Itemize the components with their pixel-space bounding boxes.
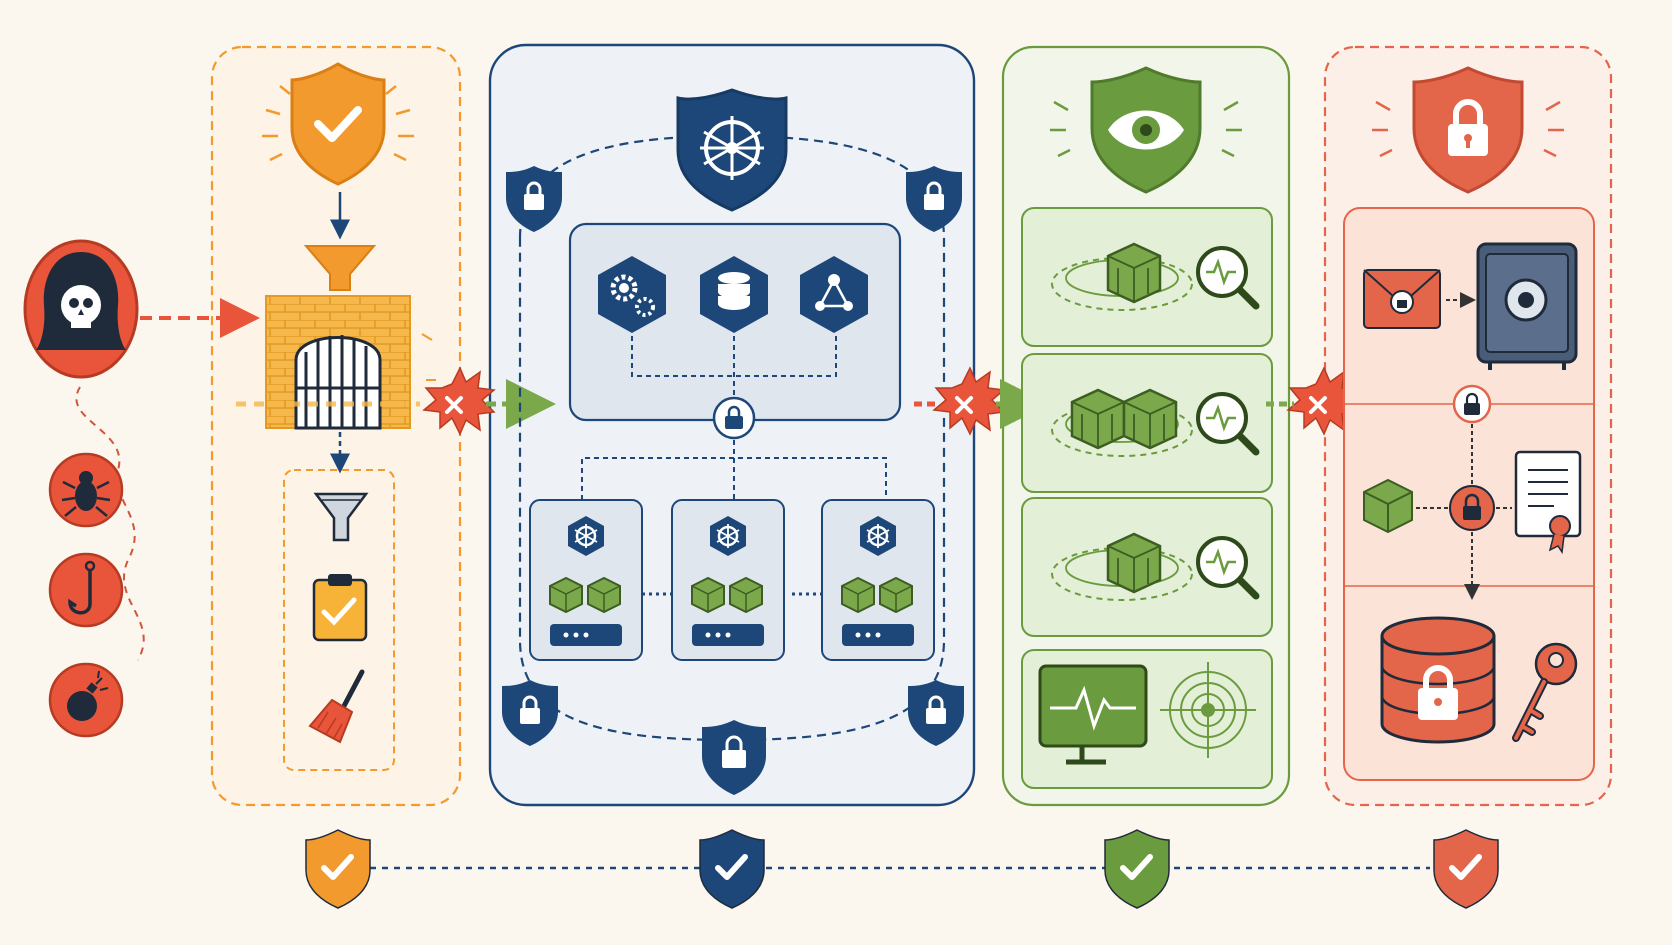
server-icon (692, 624, 764, 646)
container-cube-icon (1122, 388, 1178, 450)
container-cube-icon (729, 576, 763, 614)
bug-icon (48, 452, 124, 528)
eye-shield-icon (1050, 66, 1242, 194)
runtime-layer (1021, 66, 1273, 789)
gears-icon (598, 256, 666, 333)
runtime-panels (1021, 207, 1273, 637)
clipboard-check-icon (312, 574, 368, 642)
monitoring-panel (1021, 649, 1273, 789)
magnifier-pulse-icon (1196, 536, 1260, 600)
network-nodes-icon (800, 256, 868, 333)
brick-firewall-gate-icon (265, 295, 436, 430)
container-cube-icon (879, 576, 913, 614)
kubernetes-node-icon (568, 516, 604, 556)
kubernetes-node-icon (860, 516, 896, 556)
container-cube-icon (1070, 388, 1126, 450)
kubernetes-shield-icon (676, 88, 788, 212)
monitor-pulse-icon (1038, 664, 1148, 765)
server-icon (842, 624, 914, 646)
threat-sources (23, 239, 145, 738)
container-cube-icon (1106, 242, 1162, 304)
container-cube-icon (691, 576, 725, 614)
database-lock-icon (1380, 616, 1496, 744)
shield-check-icon (262, 62, 414, 186)
blocked-marker (422, 366, 496, 436)
shield-check-orange (305, 829, 371, 909)
kubernetes-node-icon (710, 516, 746, 556)
lock-shield-icon (1372, 66, 1564, 194)
lock-shield-icon (702, 720, 766, 795)
runtime-panel (1021, 207, 1273, 347)
runtime-panel (1021, 497, 1273, 637)
funnel-icon (303, 245, 377, 291)
phishing-hook-icon (48, 552, 124, 628)
lock-badge-icon (712, 396, 756, 440)
lock-shield-icon (502, 680, 558, 746)
shield-check-coral (1433, 829, 1499, 909)
key-icon (1512, 642, 1578, 742)
blocked-marker (932, 366, 1006, 436)
bomb-icon (48, 662, 124, 738)
broom-icon (308, 669, 365, 744)
database-icon (700, 256, 768, 333)
shield-check-navy (699, 829, 765, 909)
lock-shield-icon (908, 680, 964, 746)
lock-badge-icon (1452, 384, 1492, 424)
worker-nodes (529, 499, 935, 661)
container-cube-icon (549, 576, 583, 614)
vault-icon (1476, 242, 1578, 370)
footer-badges (305, 829, 1499, 909)
data-layer (1343, 66, 1595, 781)
container-cube-icon (841, 576, 875, 614)
lock-shield-icon (506, 166, 562, 232)
lock-badge-icon (1449, 485, 1495, 531)
worker-node (671, 499, 785, 661)
lock-shield-icon (906, 166, 962, 232)
sanitize-panel (283, 469, 395, 771)
certificate-icon (1514, 450, 1582, 555)
container-cube-icon (1363, 478, 1413, 534)
envelope-lock-icon (1363, 269, 1441, 329)
container-cube-icon (1106, 532, 1162, 594)
server-icon (550, 624, 622, 646)
container-cube-icon (587, 576, 621, 614)
radar-target-icon (1160, 662, 1256, 758)
filter-icon (313, 492, 369, 542)
worker-node (821, 499, 935, 661)
runtime-panel (1021, 353, 1273, 493)
orchestration-layer (502, 88, 964, 795)
magnifier-pulse-icon (1196, 392, 1260, 456)
perimeter-layer (236, 62, 436, 771)
shield-check-green (1104, 829, 1170, 909)
magnifier-pulse-icon (1196, 246, 1260, 310)
worker-node (529, 499, 643, 661)
